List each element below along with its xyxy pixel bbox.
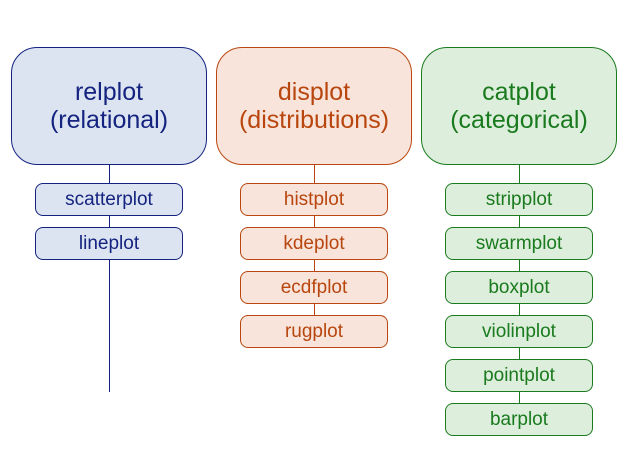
catplot-box: catplot (categorical) [421, 47, 617, 165]
swarmplot-box: swarmplot [445, 227, 593, 260]
displot-subtitle: (distributions) [238, 106, 390, 134]
relplot-subtitle: (relational) [49, 106, 169, 134]
barplot-box: barplot [445, 403, 593, 436]
boxplot-box: boxplot [445, 271, 593, 304]
violinplot-box: violinplot [445, 315, 593, 348]
connector-line [109, 165, 110, 392]
scatterplot-box: scatterplot [35, 183, 183, 216]
pointplot-box: pointplot [445, 359, 593, 392]
kdeplot-box: kdeplot [240, 227, 388, 260]
displot-title: displot [277, 78, 351, 106]
histplot-box: histplot [240, 183, 388, 216]
catplot-subtitle: (categorical) [450, 106, 588, 134]
ecdfplot-box: ecdfplot [240, 271, 388, 304]
relplot-box: relplot (relational) [11, 47, 207, 165]
displot-box: displot (distributions) [216, 47, 412, 165]
relplot-title: relplot [74, 78, 144, 106]
lineplot-box: lineplot [35, 227, 183, 260]
catplot-title: catplot [482, 78, 556, 106]
rugplot-box: rugplot [240, 315, 388, 348]
stripplot-box: stripplot [445, 183, 593, 216]
